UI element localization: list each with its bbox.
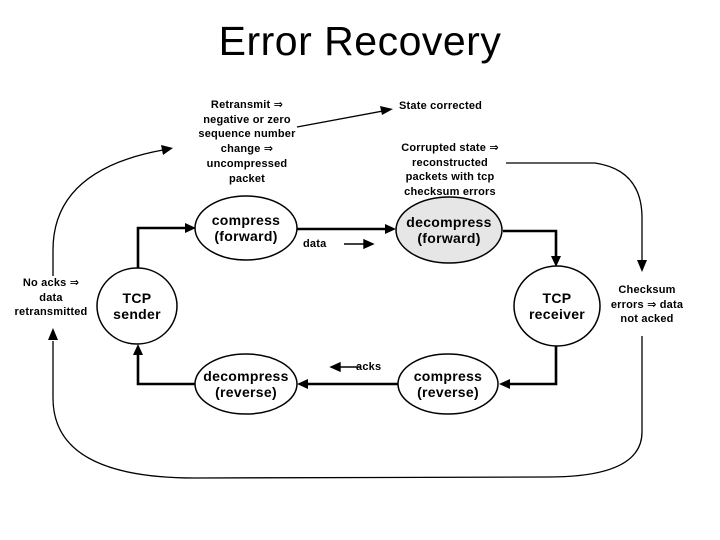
label-arrows xyxy=(329,238,375,373)
outer-loop-left-top-segment xyxy=(52,149,164,276)
node-decompress-forward xyxy=(395,196,503,264)
annotation-no-acks: No acks ⇒ data retransmitted xyxy=(14,277,88,319)
arrowhead-into-sender xyxy=(133,344,143,355)
label-decompress-forward: decompress (forward) xyxy=(406,214,492,247)
annotation-retransmit: Retransmit ⇒ negative or zero sequence n… xyxy=(198,99,296,185)
inner-flow-arrowheads xyxy=(133,223,561,389)
node-decompress-reverse xyxy=(194,353,298,415)
retransmit-to-state-arrow-line xyxy=(296,110,384,128)
outer-loop-arrowheads xyxy=(48,106,647,340)
arrowhead-into-decompress-fwd xyxy=(385,224,396,234)
outer-loop-right-top-segment xyxy=(506,162,643,260)
annotation-corrupted-state: Corrupted state ⇒ reconstructed packets … xyxy=(401,142,499,199)
inner-flow-lines xyxy=(136,226,558,386)
node-compress-reverse xyxy=(397,353,499,415)
acks-arrowhead-left xyxy=(329,361,341,373)
label-tcp-sender: TCP sender xyxy=(113,290,161,323)
edge-decompress-fwd-to-receiver xyxy=(503,229,558,257)
arrowhead-into-decompress-rev xyxy=(297,379,308,389)
label-compress-forward: compress (forward) xyxy=(211,212,281,245)
label-compress-reverse: compress (reverse) xyxy=(413,368,483,401)
edge-sender-to-compress-fwd xyxy=(136,226,186,268)
nodes xyxy=(96,195,601,415)
arrowhead-into-receiver xyxy=(551,256,561,267)
outer-loop-bottom-segment xyxy=(52,336,643,479)
annotation-acks-flow: acks xyxy=(356,361,382,373)
label-tcp-receiver: TCP receiver xyxy=(528,290,586,323)
arrowhead-up-left-side xyxy=(48,328,58,340)
arrowhead-down-right-side xyxy=(637,260,647,272)
node-tcp-receiver xyxy=(513,265,601,347)
node-tcp-sender xyxy=(96,267,178,345)
arrowhead-to-state-corrected xyxy=(380,106,393,115)
annotation-checksum-errors: Checksum errors ⇒ data not acked xyxy=(610,284,684,326)
node-compress-forward xyxy=(194,195,298,261)
label-decompress-reverse: decompress (reverse) xyxy=(203,368,289,401)
outer-loop xyxy=(52,110,643,479)
arrowhead-into-compress-rev xyxy=(499,379,510,389)
data-arrowhead-right xyxy=(363,238,375,250)
arrowhead-into-compress-fwd xyxy=(185,223,196,233)
slide-title: Error Recovery xyxy=(218,18,502,64)
edge-decompress-rev-to-sender xyxy=(136,354,196,386)
annotation-data-flow: data xyxy=(303,238,327,250)
arrowhead-to-retransmit-text xyxy=(161,145,173,155)
annotation-state-corrected: State corrected xyxy=(399,100,483,112)
edge-receiver-to-compress-rev xyxy=(509,346,558,386)
